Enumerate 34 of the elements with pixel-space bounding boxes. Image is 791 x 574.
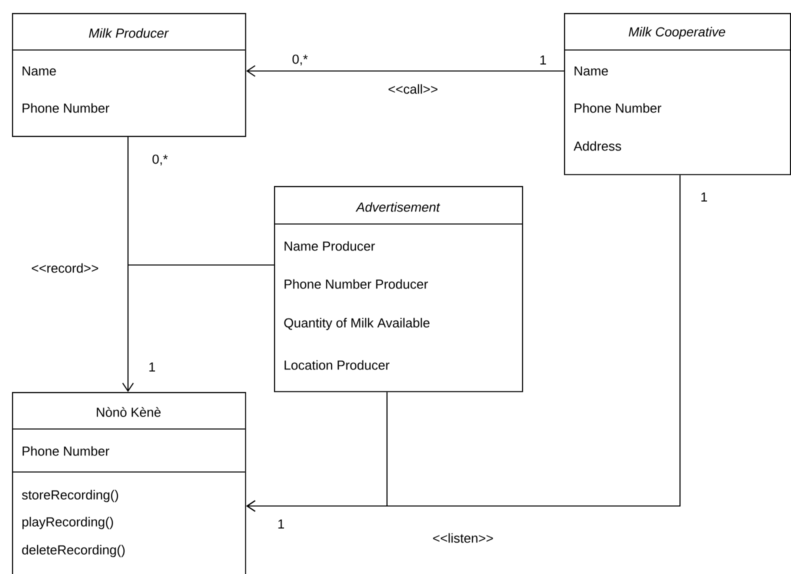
- class-member: storeRecording(): [22, 490, 118, 502]
- class-member: deleteRecording(): [22, 544, 125, 558]
- class-member: Name: [574, 66, 608, 76]
- class-box: [12, 392, 246, 574]
- class-name: Nònò Kènè: [96, 407, 161, 417]
- association-line: [128, 264, 274, 266]
- class-member: Phone Number: [22, 446, 110, 456]
- multiplicity-label: 1: [701, 192, 707, 202]
- association-line: [246, 392, 388, 512]
- multiplicity-label: 1: [540, 56, 546, 64]
- class-name: Advertisement: [356, 202, 440, 212]
- class-box: [12, 13, 246, 137]
- class-name: Milk Cooperative: [628, 26, 726, 40]
- multiplicity-label: 0,*: [292, 54, 308, 66]
- class-name: Milk Producer: [88, 28, 169, 38]
- class-member: Name: [22, 66, 56, 76]
- class-member: Phone Number: [22, 103, 110, 113]
- association-line: [122, 137, 134, 392]
- class-member: Address: [574, 141, 622, 151]
- class-member: Location Producer: [284, 360, 390, 370]
- stereotype-label: <<listen>>: [431, 532, 495, 544]
- multiplicity-label: 1: [149, 362, 155, 372]
- multiplicity-label: 1: [278, 520, 284, 528]
- class-member: Phone Number Producer: [284, 279, 428, 289]
- class-box: [564, 13, 791, 176]
- class-member: Name Producer: [284, 241, 375, 251]
- class-member: Quantity of Milk Available: [284, 318, 430, 330]
- class-box: [274, 186, 524, 392]
- stereotype-label: <<call>>: [386, 82, 440, 96]
- class-member: Phone Number: [574, 103, 662, 113]
- multiplicity-label: 0,*: [152, 154, 168, 166]
- stereotype-label: <<record>>: [30, 262, 100, 274]
- association-line: [246, 65, 564, 77]
- class-member: playRecording(): [22, 516, 113, 530]
